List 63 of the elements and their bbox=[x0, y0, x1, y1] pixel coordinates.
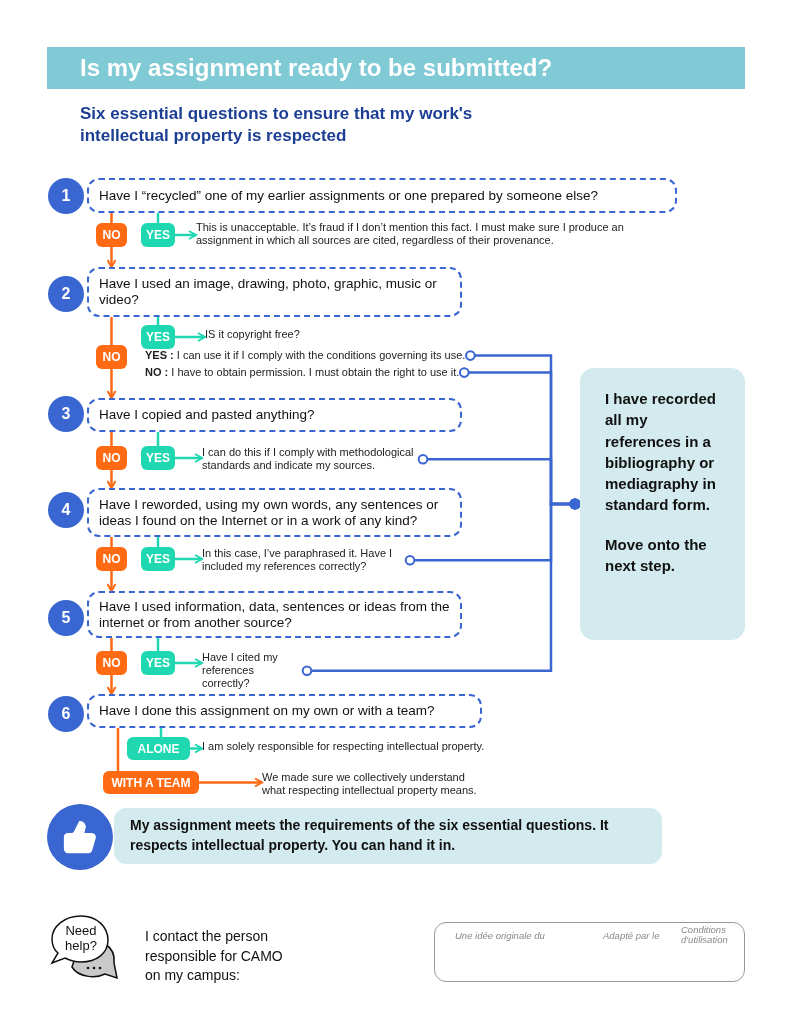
answer-text: Have I cited my references correctly? bbox=[202, 651, 302, 691]
yes-badge: YES bbox=[141, 547, 175, 571]
credits-box bbox=[434, 922, 745, 982]
note-panel bbox=[580, 368, 745, 640]
no-badge: WITH A TEAM bbox=[103, 771, 199, 794]
credit-text: Une idée originale du bbox=[455, 931, 546, 942]
step-number: 1 bbox=[48, 178, 84, 214]
step-number: 6 bbox=[48, 696, 84, 732]
title-banner: Is my assignment ready to be submitted? bbox=[47, 47, 745, 89]
arrow bbox=[175, 658, 203, 668]
step-number: 4 bbox=[48, 492, 84, 528]
arrow bbox=[106, 369, 117, 399]
arrow bbox=[199, 777, 263, 788]
connector-line bbox=[110, 317, 113, 345]
arrow bbox=[106, 675, 117, 695]
connector-line bbox=[110, 213, 113, 223]
answer-text: NO : I have to obtain permission. I must obtain the right to use it. bbox=[145, 366, 460, 380]
connector-line bbox=[110, 537, 113, 547]
arrow bbox=[106, 470, 117, 489]
panel-text: I have recorded all my references in a bibliography or mediagraphy in standard form. bbox=[605, 389, 717, 516]
yes-badge: ALONE bbox=[127, 737, 190, 760]
answer-text: I can do this if I comply with methodological standards and indicate my sources. bbox=[202, 446, 418, 473]
no-badge: NO bbox=[96, 345, 127, 369]
arrow bbox=[175, 453, 203, 463]
arrow bbox=[175, 230, 197, 240]
step-number: 5 bbox=[48, 600, 84, 636]
arrow bbox=[175, 554, 203, 564]
no-badge: NO bbox=[96, 547, 127, 571]
step-number: 2 bbox=[48, 276, 84, 312]
arrow bbox=[106, 247, 117, 268]
question-box: Have I “recycled” one of my earlier assignments or one prepared by someone else? bbox=[87, 178, 677, 213]
question-box: Have I used information, data, sentences or ideas from the internet or from another source? bbox=[87, 591, 462, 638]
answer-text: IS it copyright free? bbox=[205, 328, 300, 342]
answer-text: This is unacceptable. It’s fraud if I don’t mention this fact. I must make sure I produce an assignment in which all sources are cited, regardless of their provenance. bbox=[196, 221, 658, 248]
conclusion-box: My assignment meets the requirements of the six essential questions. It respects intellectual property. You can hand it in. bbox=[114, 808, 662, 864]
no-badge: NO bbox=[96, 223, 127, 247]
answer-text: In this case, I’ve paraphrased it. Have I included my references correctly? bbox=[202, 547, 405, 574]
question-box: Have I reworded, using my own words, any sentences or ideas I found on the Internet or in a work of any kind? bbox=[87, 488, 462, 537]
question-box: Have I copied and pasted anything? bbox=[87, 398, 462, 432]
step-number: 3 bbox=[48, 396, 84, 432]
question-box: Have I used an image, drawing, photo, graphic, music or video? bbox=[87, 267, 462, 317]
no-badge: NO bbox=[96, 446, 127, 470]
arrow bbox=[106, 571, 117, 592]
answer-text: I am solely responsible for respecting intellectual property. bbox=[202, 740, 485, 754]
answer-text: We made sure we collectively understand what respecting intellectual property means. bbox=[262, 771, 490, 798]
panel-text: Move onto the next step. bbox=[605, 534, 708, 577]
bubble-text: Need help? bbox=[64, 924, 98, 954]
yes-badge: YES bbox=[141, 651, 175, 675]
connector-line bbox=[110, 638, 113, 651]
no-badge: NO bbox=[96, 651, 127, 675]
question-box: Have I done this assignment on my own or with a team? bbox=[87, 694, 482, 728]
answer-text: YES : I can use it if I comply with the conditions governing its use. bbox=[145, 349, 466, 363]
connector-line bbox=[110, 432, 113, 446]
arrow bbox=[190, 743, 203, 754]
subtitle: Six essential questions to ensure that my work's intellectual property is respected bbox=[80, 103, 474, 148]
yes-badge: YES bbox=[141, 325, 175, 349]
arrow bbox=[175, 332, 206, 342]
credit-text: Adapté par le bbox=[603, 931, 661, 942]
yes-badge: YES bbox=[141, 223, 175, 247]
yes-badge: YES bbox=[141, 446, 175, 470]
credit-text: Conditions d'utilisation bbox=[681, 925, 729, 946]
connector-line bbox=[116, 728, 120, 771]
contact-text: I contact the person responsible for CAMO on my campus: bbox=[145, 927, 284, 986]
